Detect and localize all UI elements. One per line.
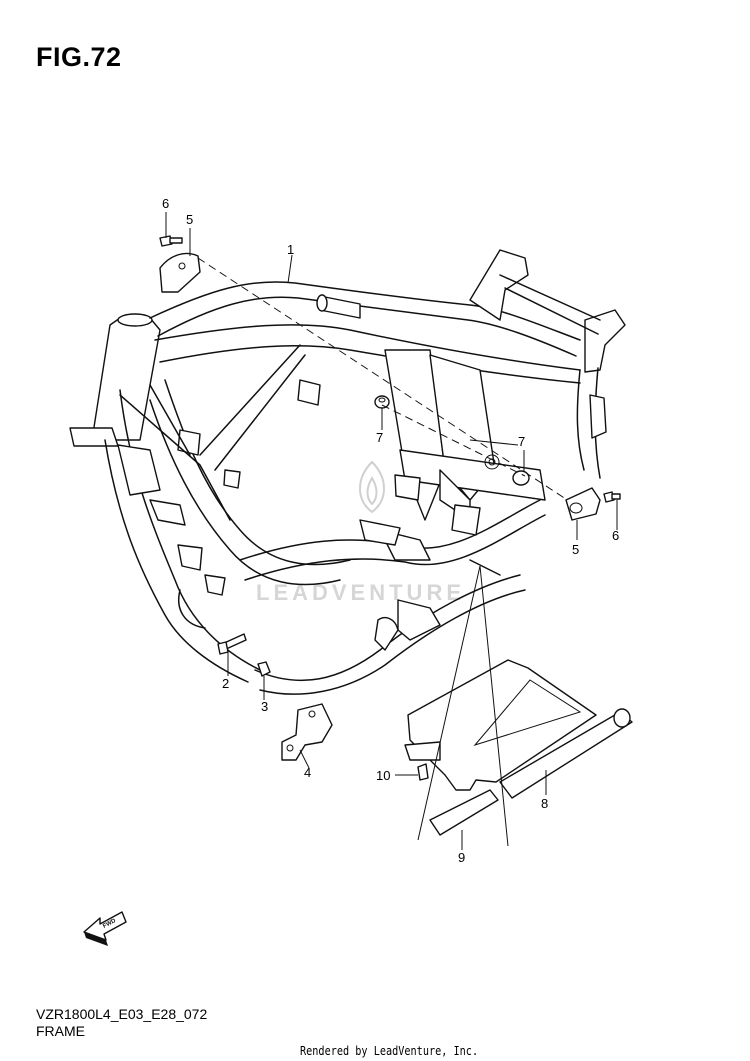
model-name: FRAME — [36, 1023, 85, 1039]
bracket-part-5-upper — [159, 252, 201, 293]
bolt-part-6-right — [603, 491, 621, 503]
screw-part-10 — [417, 763, 429, 781]
leader-lines — [165, 212, 618, 850]
callout-5-right: 5 — [572, 542, 579, 557]
fwd-arrow-icon: FWD — [83, 911, 127, 946]
callout-1: 1 — [287, 242, 294, 257]
frame-main-part-1 — [69, 249, 626, 695]
callout-2: 2 — [222, 676, 229, 691]
plug-part-7-left — [374, 395, 390, 409]
tube-part-8 — [499, 708, 633, 799]
callout-7-left: 7 — [376, 430, 383, 445]
callout-7-right: 7 — [518, 434, 525, 449]
model-code: VZR1800L4_E03_E28_072 — [36, 1006, 208, 1022]
callout-9: 9 — [458, 850, 465, 865]
callout-6-upper: 6 — [162, 196, 169, 211]
callout-10: 10 — [376, 768, 390, 783]
figure-title: FIG.72 — [36, 42, 122, 72]
leadventure-flame-watermark-icon — [359, 460, 385, 514]
plug-part-7-right — [512, 470, 530, 486]
bolt-part-6-upper — [159, 235, 183, 247]
callout-8: 8 — [541, 796, 548, 811]
callout-5-upper: 5 — [186, 212, 193, 227]
callout-6-right: 6 — [612, 528, 619, 543]
callout-4: 4 — [304, 765, 311, 780]
render-credit: Rendered by LeadVenture, Inc. — [300, 1044, 479, 1058]
bolt-part-2 — [217, 633, 247, 655]
callout-3: 3 — [261, 699, 268, 714]
bracket-part-5-right — [565, 487, 601, 521]
bracket-part-4 — [281, 703, 333, 761]
nut-part-3 — [257, 661, 271, 677]
frame-guard-part-9 — [404, 659, 597, 836]
